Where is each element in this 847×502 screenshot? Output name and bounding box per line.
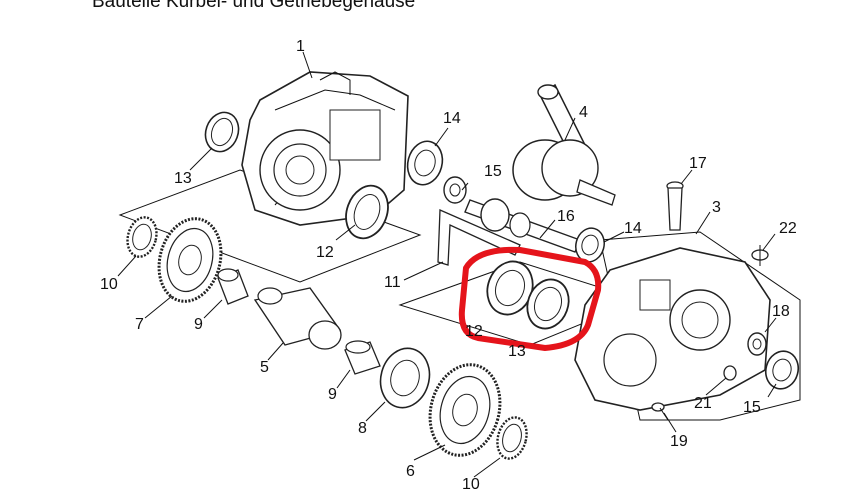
part-crankshaft xyxy=(512,83,616,206)
part-seal-13-left xyxy=(204,111,240,153)
label-part-10-upper: 10 xyxy=(100,276,118,293)
part-seal-13-highlighted xyxy=(526,278,570,330)
label-part-12-left: 12 xyxy=(316,244,334,261)
part-gear-7 xyxy=(157,217,223,303)
label-part-16: 16 xyxy=(557,208,575,225)
group-outline-right xyxy=(599,231,801,421)
label-part-8: 8 xyxy=(358,420,367,437)
label-part-9-upper: 9 xyxy=(194,316,203,333)
part-seal-12-left xyxy=(345,184,389,240)
label-part-18: 18 xyxy=(772,303,790,320)
part-shift-fork-11 xyxy=(437,209,521,266)
label-part-13-highlighted: 13 xyxy=(508,343,526,360)
label-part-11: 11 xyxy=(384,274,401,291)
part-seal-18 xyxy=(747,332,767,356)
label-part-17: 17 xyxy=(689,155,707,172)
label-part-22: 22 xyxy=(779,220,797,237)
part-dowel-pin-17 xyxy=(666,181,684,231)
label-part-9-lower: 9 xyxy=(328,386,337,403)
part-bearing-15-lower xyxy=(764,350,800,390)
group-outline-upper xyxy=(118,169,422,283)
part-screw-22 xyxy=(751,245,769,266)
part-bearing-14-lower xyxy=(575,227,605,263)
label-part-14-lower: 14 xyxy=(624,220,642,237)
label-part-7: 7 xyxy=(135,316,144,333)
part-crankcase-right xyxy=(574,247,771,411)
part-ring-gear-10-upper xyxy=(126,216,158,258)
part-gear-6 xyxy=(428,363,502,457)
label-part-5: 5 xyxy=(260,359,269,376)
part-bushing-9-lower xyxy=(344,340,381,375)
label-part-14-upper: 14 xyxy=(443,110,461,127)
part-hub-8 xyxy=(379,347,431,409)
part-bushing-9-upper xyxy=(217,268,249,305)
label-part-1: 1 xyxy=(296,38,305,55)
part-gearshaft-16 xyxy=(464,198,581,253)
red-highlight-circle xyxy=(458,246,602,351)
leader-lines xyxy=(117,51,777,478)
label-part-15-lower: 15 xyxy=(743,399,761,416)
part-bearing-15-upper xyxy=(443,176,467,204)
part-splined-shaft-5 xyxy=(253,287,342,350)
part-ring-gear-10-lower xyxy=(496,416,528,460)
label-part-10-lower: 10 xyxy=(462,476,480,493)
label-part-4: 4 xyxy=(579,104,588,121)
label-part-12-highlighted: 12 xyxy=(465,323,483,340)
page-title: Bauteile Kurbel- und Getriebegehäuse xyxy=(92,0,416,12)
part-bearing-14-upper xyxy=(406,140,444,186)
label-part-15-upper: 15 xyxy=(484,163,502,180)
part-washer-21 xyxy=(723,365,737,381)
label-part-3: 3 xyxy=(712,199,721,216)
label-part-13-left: 13 xyxy=(174,170,192,187)
label-part-21: 21 xyxy=(694,395,712,412)
label-part-6: 6 xyxy=(406,463,415,480)
label-part-19: 19 xyxy=(670,433,688,450)
